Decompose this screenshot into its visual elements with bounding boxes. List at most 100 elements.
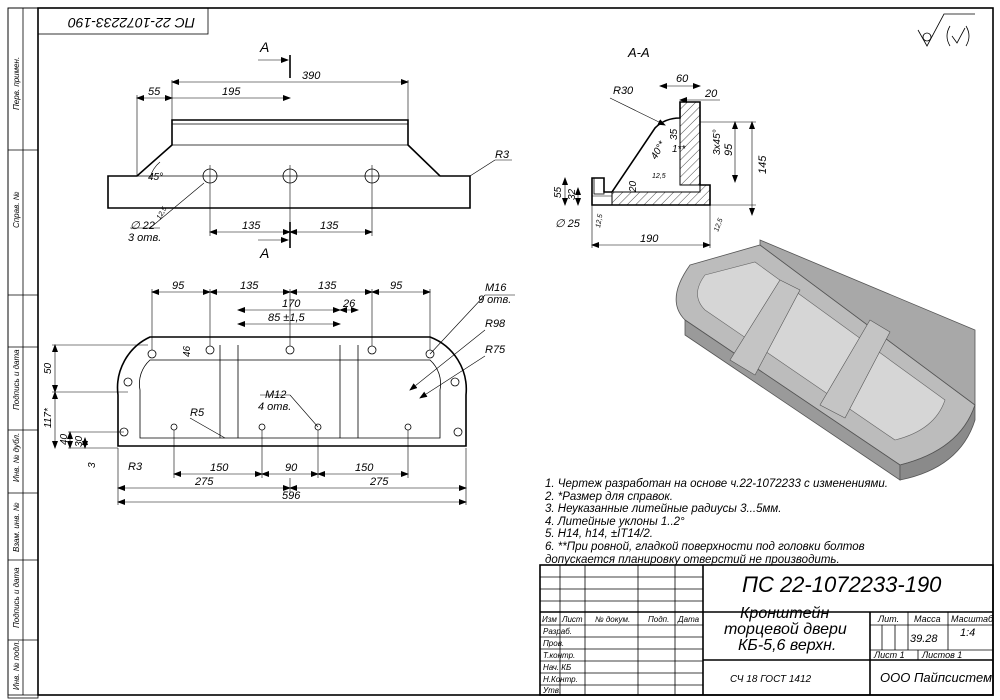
dim-135-right: 135 [320, 220, 339, 232]
sec-dim-32: 32 [567, 188, 578, 200]
plan-r98: R98 [485, 318, 506, 330]
plan-r75: R75 [485, 344, 506, 356]
col-date: Дата [677, 615, 700, 624]
sec-dim-60: 60 [676, 73, 689, 85]
title-name-2: торцевой двери [724, 621, 847, 638]
isometric-view [675, 239, 976, 481]
plan-hole [285, 345, 295, 355]
note-1: 1. Чертеж разработан на основе ч.22-1072… [545, 478, 888, 490]
side-label-2: Справ. № [12, 191, 21, 228]
title-name-3: КБ-5,6 верхн. [738, 637, 836, 654]
side-label-5: Взам. инв. № [12, 502, 21, 552]
side-label-7: Инв. № подл. [12, 640, 21, 690]
note-3: 3. Неуказанные литейные радиусы 3...5мм. [545, 503, 782, 516]
plan-dim-135-right: 135 [318, 280, 337, 292]
plan-hole [123, 377, 133, 387]
mass-label: Масса [914, 614, 941, 624]
side-label-4: Инв. № дубл. [12, 433, 21, 482]
hole-diameter: ∅ 22 [130, 220, 155, 232]
plan-dim-46: 46 [182, 345, 193, 357]
plan-dim-50: 50 [43, 362, 54, 374]
section-view: A-A 60 20 R30 35 3x45° 95 145 40°* 1** 1… [553, 45, 769, 248]
dim-r3-top: R3 [495, 149, 510, 161]
sec-angle-40: 40°* [649, 139, 669, 162]
mass-value: 39.28 [910, 633, 938, 645]
plan-hole [453, 427, 463, 437]
role-developed: Разраб. [543, 627, 572, 636]
plan-dim-150-right: 150 [355, 462, 374, 474]
role-head: Нач. КБ [543, 663, 571, 672]
company: ООО Пайпсистем [880, 670, 992, 685]
roughness-symbol [917, 13, 975, 47]
dim-195: 195 [222, 86, 241, 98]
top-view: A A 390 55 195 135 135 45° R3 ∅ 22 3 отв… [107, 39, 512, 261]
sec-dim-35: 35 [669, 128, 680, 140]
dim-390: 390 [302, 70, 321, 82]
plan-dim-117: 117* [43, 407, 54, 428]
top-stamp-text: ПС 22-1072233-190 [68, 15, 195, 31]
col-list: Лист [561, 615, 583, 624]
sec-wall-20: 20 [628, 180, 639, 193]
title-designation: ПС 22-1072233-190 [742, 572, 942, 597]
sec-rough-3: 12,5 [713, 217, 724, 232]
side-label-1: Перв. примен. [12, 57, 21, 110]
scale-value: 1:4 [960, 627, 975, 639]
col-doc: № докум. [595, 615, 630, 624]
hole-count: 3 отв. [128, 232, 161, 244]
plan-thread: M16 [485, 282, 507, 294]
plan-hole [450, 377, 460, 387]
plan-dim-150-left: 150 [210, 462, 229, 474]
sec-dim-55: 55 [553, 186, 564, 198]
role-tcontrol: Т.контр. [543, 651, 575, 660]
material: СЧ 18 ГОСТ 1412 [730, 674, 812, 685]
plan-hole-m12 [258, 423, 266, 431]
sheet-number: Лист 1 [873, 650, 905, 660]
note-4: 4. Литейные уклоны 1..2° [545, 515, 685, 528]
plan-r3: R3 [128, 461, 143, 473]
sheet-total: Листов 1 [921, 650, 962, 660]
sec-hole-d: ∅ 25 [555, 218, 581, 230]
section-marker-top: A [259, 39, 269, 55]
plan-hole [367, 345, 377, 355]
col-sign: Подп. [648, 615, 669, 624]
top-stamp-box [37, 7, 209, 35]
plan-dim-40: 40 [59, 433, 70, 445]
sec-ref-1: 1** [672, 144, 686, 155]
role-checked: Пров. [543, 639, 564, 648]
sec-r30: R30 [613, 85, 634, 97]
note-2: 2. *Размер для справок. [545, 490, 673, 503]
plan-dim-95-right: 95 [390, 280, 403, 292]
plan-r5: R5 [190, 407, 205, 419]
dim-135-left: 135 [242, 220, 261, 232]
plan-thread-count: 9 отв. [478, 294, 511, 306]
plan-dim-3: 3 [87, 462, 98, 468]
plan-dim-26: 26 [342, 298, 356, 310]
sec-dim-20: 20 [704, 88, 718, 100]
note-5: 5. H14, h14, ±IT14/2. [545, 528, 653, 541]
sec-chamfer: 3x45° [712, 129, 723, 155]
plan-dim-30: 30 [74, 435, 85, 447]
role-ncontrol: Н.Контр. [543, 675, 578, 684]
side-strip: Перв. примен. Справ. № Подпись и дата Ин… [7, 7, 39, 699]
plan-dim-170: 170 [282, 298, 301, 310]
role-approved: Утв. [542, 686, 561, 695]
sec-dim-145: 145 [757, 155, 769, 174]
section-title: A-A [627, 45, 650, 60]
dim-45deg: 45° [148, 172, 163, 183]
notes-block: 1. Чертеж разработан на основе ч.22-1072… [545, 478, 985, 566]
plan-dim-275-right: 275 [369, 476, 389, 488]
note-6: 6. **При ровной, гладкой поверхности под… [545, 540, 865, 553]
plan-dim-95-left: 95 [172, 280, 185, 292]
plan-m12: M12 [265, 389, 286, 401]
plan-dim-275-left: 275 [194, 476, 214, 488]
plan-m12-count: 4 отв. [258, 401, 291, 413]
dim-55: 55 [148, 86, 161, 98]
note-7: допускается планировку отверстий не прои… [545, 553, 840, 566]
title-block: ПС 22-1072233-190 Кронштейн торцевой две… [539, 564, 994, 696]
plan-dim-85: 85 ±1,5 [268, 312, 306, 324]
plan-hole [205, 345, 215, 355]
title-name-1: Кронштейн [740, 605, 829, 622]
section-marker-bottom: A [259, 245, 269, 261]
col-izm: Изм [542, 615, 557, 624]
